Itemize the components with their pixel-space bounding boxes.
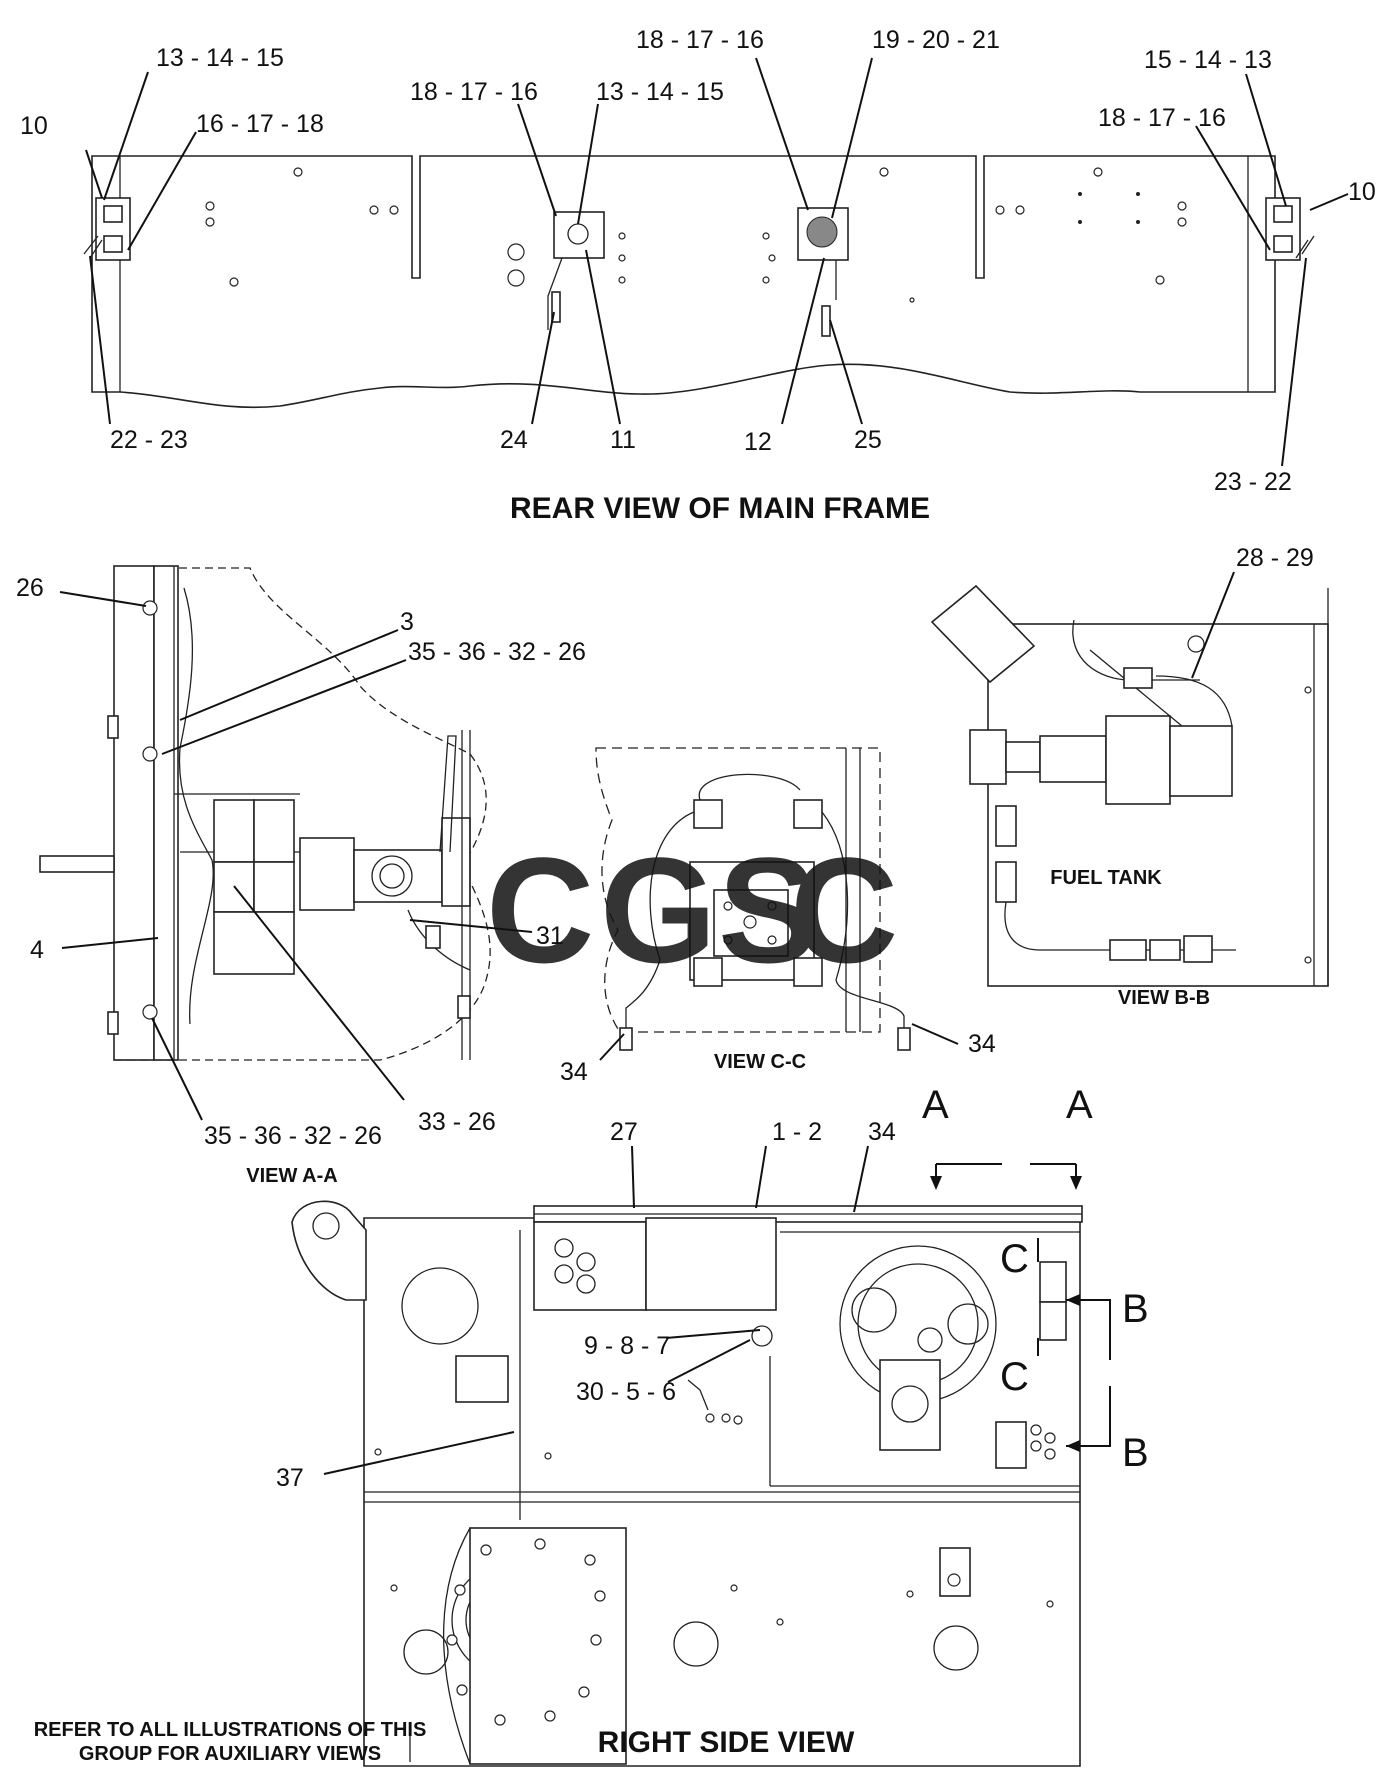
- callout-16-17-18: 16 - 17 - 18: [196, 110, 324, 138]
- watermark-letter-c1: C: [486, 826, 594, 994]
- section-marker-a-right: A: [1066, 1083, 1093, 1127]
- callout-15-14-13: 15 - 14 - 13: [1144, 46, 1272, 74]
- callout-25: 25: [854, 426, 882, 454]
- view-bb-drawing: [930, 584, 1329, 987]
- section-marker-b-top: B: [1122, 1287, 1149, 1331]
- watermark-letter-s: S: [718, 826, 818, 994]
- view-cc-title: VIEW C-C: [714, 1051, 806, 1073]
- section-marker-b-bottom: B: [1122, 1431, 1149, 1475]
- callout-34-left: 34: [560, 1058, 588, 1086]
- view-cc-drawing: [595, 747, 911, 1051]
- callout-33-26: 33 - 26: [418, 1108, 496, 1136]
- right-side-view-title: RIGHT SIDE VIEW: [598, 1726, 855, 1759]
- callout-35-36-32-26-bottom: 35 - 36 - 32 - 26: [204, 1122, 382, 1150]
- callout-4: 4: [30, 936, 44, 964]
- callout-30-5-6: 30 - 5 - 6: [576, 1378, 676, 1406]
- callout-1-2: 1 - 2: [772, 1118, 822, 1146]
- section-marker-c-bottom: C: [1000, 1355, 1029, 1399]
- callout-13-14-15-left: 13 - 14 - 15: [156, 44, 284, 72]
- callout-34-side: 34: [868, 1118, 896, 1146]
- callout-18-17-16-center-right: 18 - 17 - 16: [636, 26, 764, 54]
- leader-lines: [59, 57, 1349, 1475]
- watermark: C G S C: [486, 826, 898, 994]
- fuel-tank-label: FUEL TANK: [1050, 867, 1162, 889]
- view-bb-title: VIEW B-B: [1118, 987, 1210, 1009]
- callout-35-36-32-26-top: 35 - 36 - 32 - 26: [408, 638, 586, 666]
- note-line-1: REFER TO ALL ILLUSTRATIONS OF THIS: [34, 1719, 427, 1741]
- callout-37: 37: [276, 1464, 304, 1492]
- note-line-2: GROUP FOR AUXILIARY VIEWS: [79, 1743, 381, 1765]
- callout-26: 26: [16, 574, 44, 602]
- callout-11: 11: [610, 426, 636, 454]
- callout-28-29: 28 - 29: [1236, 544, 1314, 572]
- callout-31: 31: [536, 922, 564, 950]
- callout-12: 12: [744, 428, 772, 456]
- rear-view-title: REAR VIEW OF MAIN FRAME: [510, 492, 930, 525]
- callout-3: 3: [400, 608, 414, 636]
- callout-10-right: 10: [1348, 178, 1376, 206]
- section-marker-a-left: A: [922, 1083, 949, 1127]
- callout-34-right: 34: [968, 1030, 996, 1058]
- callout-27: 27: [610, 1118, 638, 1146]
- callout-18-17-16-center-left: 18 - 17 - 16: [410, 78, 538, 106]
- callout-23-22: 23 - 22: [1214, 468, 1292, 496]
- section-marker-c-top: C: [1000, 1237, 1029, 1281]
- view-aa-title: VIEW A-A: [246, 1165, 337, 1187]
- callout-22-23: 22 - 23: [110, 426, 188, 454]
- callout-10-left: 10: [20, 112, 48, 140]
- callout-24: 24: [500, 426, 528, 454]
- view-aa-drawing: [39, 565, 491, 1061]
- callout-13-14-15-center: 13 - 14 - 15: [596, 78, 724, 106]
- watermark-letter-c2: C: [790, 826, 898, 994]
- callout-18-17-16-right: 18 - 17 - 16: [1098, 104, 1226, 132]
- callout-19-20-21: 19 - 20 - 21: [872, 26, 1000, 54]
- right-side-view-drawing: [291, 1163, 1111, 1767]
- callout-9-8-7: 9 - 8 - 7: [584, 1332, 670, 1360]
- watermark-letter-g: G: [600, 826, 717, 994]
- rear-view-drawing: [83, 155, 1315, 409]
